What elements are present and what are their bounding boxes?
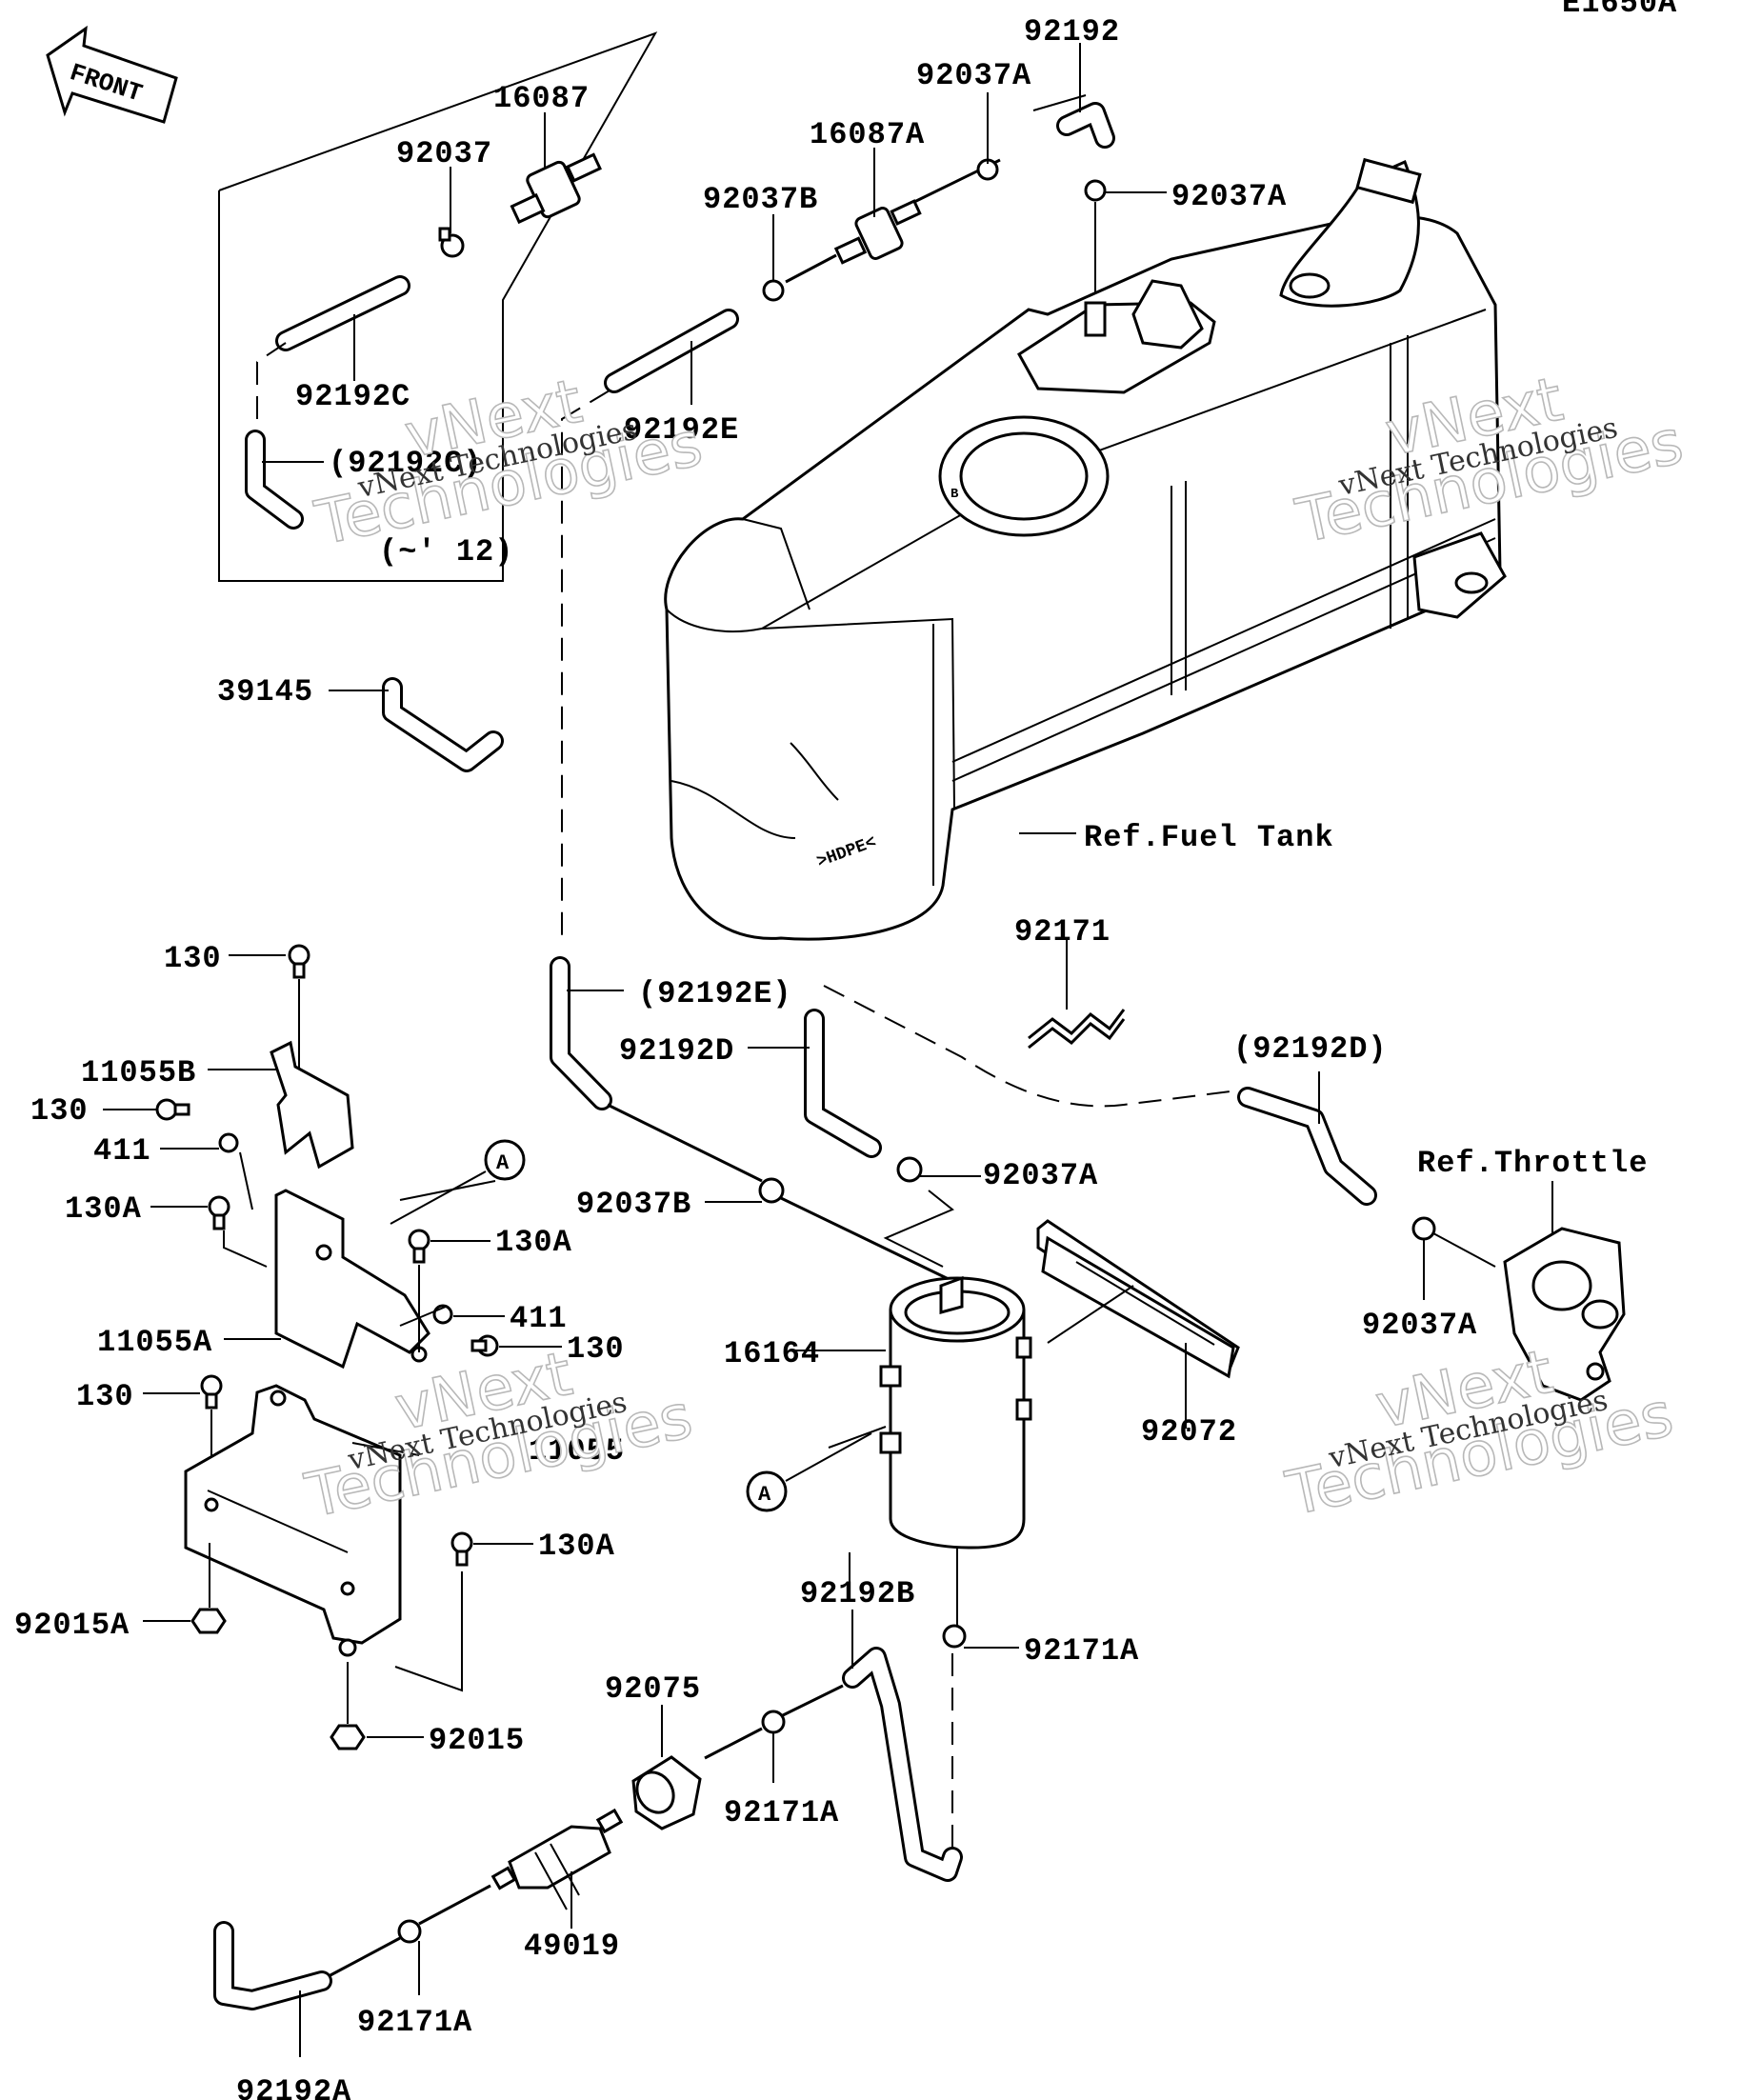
label-92037A-throttle: 92037A	[1362, 1308, 1477, 1343]
label-92192E-ref: (92192E)	[638, 976, 792, 1011]
label-92171A-lower: 92171A	[357, 2005, 472, 2040]
bolt-130-right	[470, 1334, 499, 1357]
label-92072: 92072	[1141, 1414, 1237, 1450]
svg-text:A: A	[758, 1483, 771, 1507]
label-11055A: 11055A	[97, 1325, 212, 1360]
clamp-92037B-mid	[758, 1177, 785, 1204]
label-92192E: 92192E	[624, 412, 739, 448]
throttle-body	[1503, 1227, 1626, 1402]
label-92171A-mid: 92171A	[724, 1795, 839, 1830]
hose-92192D-ref	[1237, 1087, 1377, 1206]
plate-11055	[184, 1384, 402, 1657]
label-130-left: 130	[30, 1093, 89, 1129]
label-year-note: (~' 12)	[379, 534, 513, 570]
fitting-92075	[631, 1755, 702, 1830]
fuel-tank	[664, 157, 1507, 941]
clamp-92171	[1028, 1009, 1126, 1050]
label-130-top: 130	[164, 941, 222, 976]
svg-text:A: A	[496, 1151, 510, 1175]
label-411-left: 411	[93, 1133, 151, 1169]
label-92015A: 92015A	[14, 1608, 130, 1643]
label-92075: 92075	[605, 1671, 701, 1707]
hose-92192	[1056, 102, 1115, 149]
label-92192D-ref: (92192D)	[1233, 1031, 1388, 1067]
front-arrow-icon: FRONT	[46, 25, 178, 124]
label-92192B: 92192B	[800, 1576, 915, 1611]
label-92192C: 92192C	[295, 379, 410, 414]
bracket-11055B	[270, 1040, 354, 1170]
ref-fuel-tank: Ref.Fuel Tank	[1084, 820, 1334, 855]
label-49019: 49019	[524, 1929, 620, 1964]
hose-92192B	[842, 1647, 963, 1882]
label-92192C-ref: (92192C)	[329, 446, 483, 481]
inset-frame	[218, 31, 658, 582]
callout-a-top: A	[484, 1139, 526, 1181]
label-92037A-mid: 92037A	[983, 1158, 1098, 1193]
bolt-130-top	[288, 944, 310, 979]
label-92192D: 92192D	[619, 1033, 734, 1069]
hose-92192C-bent	[245, 430, 304, 530]
label-11055: 11055	[529, 1433, 625, 1469]
bolt-130A-left	[208, 1195, 230, 1230]
label-92037A-top: 92037A	[916, 58, 1031, 93]
label-130A-right: 130A	[495, 1225, 572, 1260]
filter-49019	[490, 1808, 624, 1910]
canister-16164	[879, 1275, 1032, 1550]
bolt-130A-lower	[450, 1531, 473, 1567]
hose-92192A	[213, 1921, 332, 2010]
clamp-92037	[438, 227, 465, 258]
label-16087A: 16087A	[810, 117, 925, 152]
hose-92192D	[804, 1009, 882, 1158]
label-92171: 92171	[1014, 914, 1111, 950]
label-92037B-top: 92037B	[703, 182, 818, 217]
label-92171A-canister: 92171A	[1024, 1633, 1139, 1669]
bolt-130-lower	[200, 1374, 223, 1410]
label-92015: 92015	[429, 1723, 525, 1758]
label-92192A: 92192A	[236, 2074, 351, 2100]
label-130A-lower: 130A	[538, 1529, 615, 1564]
clamp-92037A-mid	[896, 1156, 923, 1183]
valve-16087	[510, 152, 602, 225]
clamp-92037B-top	[762, 279, 785, 302]
label-92037A-vent: 92037A	[1171, 179, 1287, 214]
valve-16087A	[833, 199, 922, 265]
nut-92015	[330, 1724, 366, 1750]
diagram-code: E1650A	[1562, 0, 1677, 21]
watermark-bottom-right: vNext Technologies vNext Technologies	[1280, 1336, 1680, 1530]
clamp-92171A-mid	[761, 1710, 786, 1734]
clamp-92037A-throttle	[1411, 1216, 1436, 1241]
nut-92015A	[190, 1608, 227, 1634]
bracket-39145	[382, 677, 504, 772]
bolt-130A-right	[408, 1229, 430, 1264]
label-16087: 16087	[493, 81, 590, 116]
tank-b-mark: B	[951, 487, 959, 502]
label-130A-left: 130A	[65, 1191, 142, 1227]
label-130-lower: 130	[76, 1379, 134, 1414]
hose-92192E	[604, 309, 739, 393]
hose-92192E-lower	[550, 956, 612, 1110]
hose-92192C	[275, 275, 410, 351]
clamp-92171A-canister	[942, 1624, 967, 1649]
bracket-11055A	[274, 1189, 430, 1370]
label-92037B-mid: 92037B	[576, 1187, 691, 1222]
strap-92072	[1036, 1219, 1240, 1379]
clamp-92171A-lower	[397, 1919, 422, 1944]
ref-throttle: Ref.Throttle	[1417, 1146, 1648, 1181]
label-92037: 92037	[396, 136, 492, 171]
label-130-right: 130	[567, 1331, 625, 1367]
label-16164: 16164	[724, 1336, 820, 1371]
clamp-92037A-vent	[1084, 179, 1107, 202]
label-11055B: 11055B	[81, 1055, 196, 1090]
bolt-130-left	[155, 1098, 190, 1121]
callout-a-bottom: A	[746, 1470, 788, 1512]
label-411-right: 411	[510, 1301, 568, 1336]
washer-411-left	[218, 1132, 239, 1153]
label-39145: 39145	[217, 674, 313, 710]
label-92192: 92192	[1024, 14, 1120, 50]
